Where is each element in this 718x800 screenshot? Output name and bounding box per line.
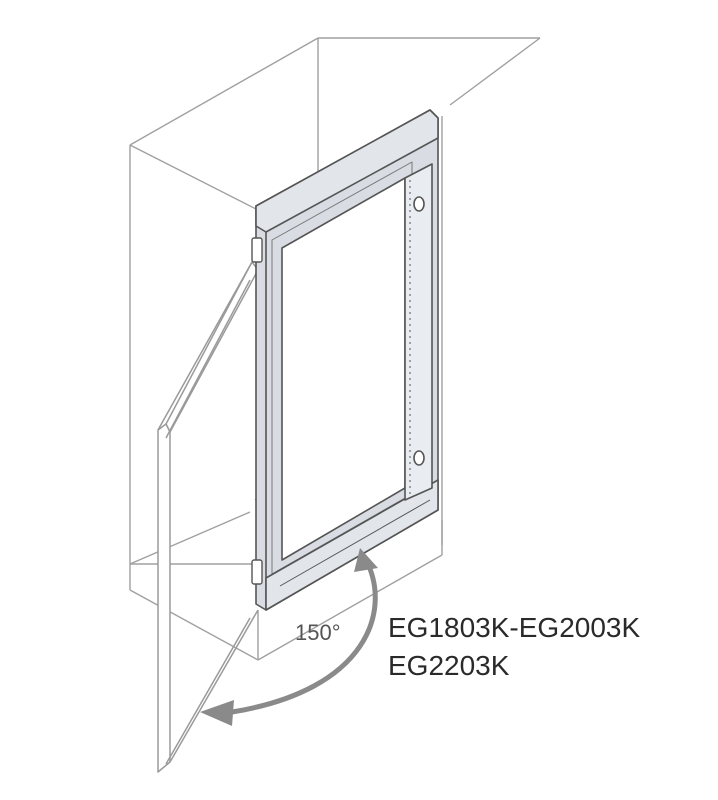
hinge-icon [251,237,263,585]
door-frame [255,109,439,611]
model-code-secondary: EG2203K [388,650,510,681]
bolt-icon [413,196,425,466]
model-code-primary: EG1803K-EG2003K [388,612,641,643]
swing-arrow-icon [200,548,378,726]
angle-label: 150° [295,620,341,645]
open-door [157,261,259,773]
cabinet-outline [129,37,541,661]
